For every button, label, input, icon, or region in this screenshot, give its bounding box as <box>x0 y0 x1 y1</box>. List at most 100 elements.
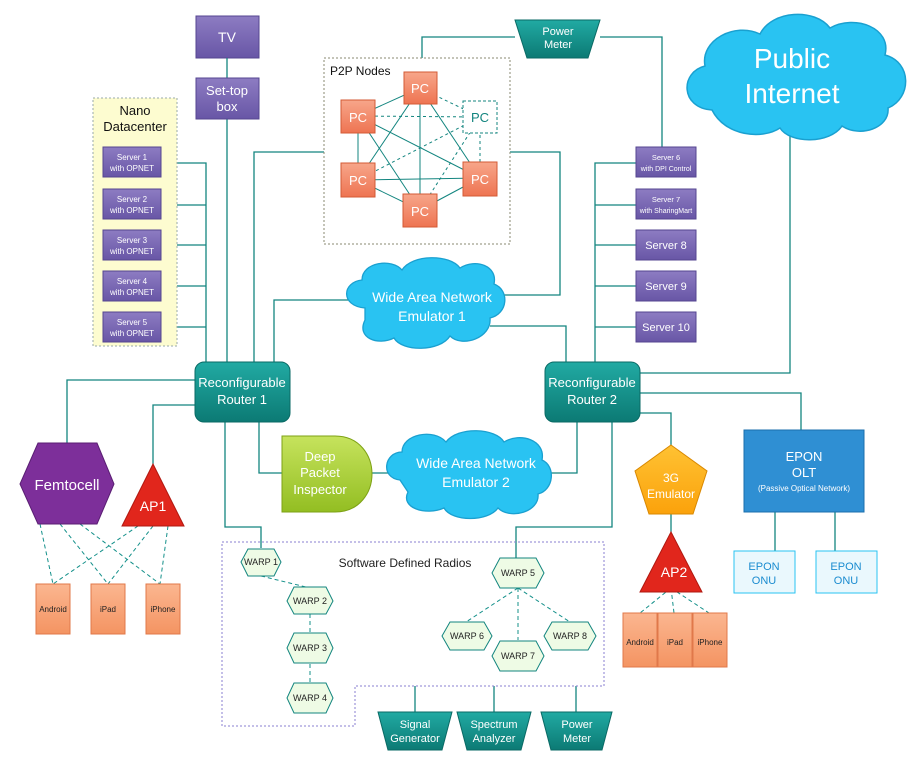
power-meter-label-1: Power <box>542 26 574 38</box>
pc-node-left-lower[interactable]: PC <box>340 162 376 198</box>
warp-label: WARP 4 <box>293 693 327 703</box>
router-2[interactable]: Reconfigurable Router 2 <box>544 361 641 423</box>
nano-datacenter-box <box>92 97 178 347</box>
deep-packet-inspector[interactable]: Deep Packet Inspector <box>281 435 373 513</box>
epon-label-2: OLT <box>792 465 816 480</box>
server-label: Server 6 <box>652 153 680 162</box>
epon-onu-2[interactable]: EPON ONU <box>815 550 878 594</box>
server-sublabel: with OPNET <box>109 288 154 297</box>
pc-label: PC <box>411 81 429 96</box>
warp-3[interactable]: WARP 3 <box>286 632 334 664</box>
server-2[interactable]: Server 2 with OPNET <box>102 188 162 220</box>
dpi-label-1: Deep <box>304 449 335 464</box>
server-5[interactable]: Server 5 with OPNET <box>102 311 162 343</box>
server-3[interactable]: Server 3 with OPNET <box>102 229 162 261</box>
pc-node-top[interactable]: PC <box>403 71 438 105</box>
settop-label-2: box <box>217 99 238 114</box>
onu-label-1: EPON <box>748 561 779 573</box>
warp-5[interactable]: WARP 5 <box>491 557 545 589</box>
server-sublabel: with OPNET <box>109 164 154 173</box>
pc-node-right-lower[interactable]: PC <box>462 161 498 197</box>
wan1-label-1: Wide Area Network <box>372 289 493 305</box>
server-label: Server 9 <box>645 281 687 293</box>
warp-8[interactable]: WARP 8 <box>543 621 597 651</box>
public-internet-cloud[interactable]: Public Internet <box>686 13 907 141</box>
server-7[interactable]: Server 7 with SharingMart <box>635 188 697 220</box>
device-android-left[interactable]: Android <box>35 583 71 635</box>
signal-generator[interactable]: Signal Generator <box>377 711 453 751</box>
server-6[interactable]: Server 6 with DPI Control <box>635 146 697 178</box>
pc-node-right-upper[interactable]: PC <box>462 100 498 134</box>
server-8[interactable]: Server 8 <box>635 229 697 261</box>
settop-box-node[interactable]: Set-top box <box>195 77 260 120</box>
server-10[interactable]: Server 10 <box>635 311 697 343</box>
server-sublabel: with OPNET <box>109 247 154 256</box>
connection-lines <box>66 36 836 712</box>
server-label: Server 5 <box>117 318 148 327</box>
epon-olt[interactable]: EPON OLT (Passive Optical Network) <box>743 429 865 513</box>
server-label: Server 3 <box>117 236 148 245</box>
server-sublabel: with SharingMart <box>639 208 693 215</box>
tv-node[interactable]: TV <box>195 15 260 59</box>
pc-node-bottom[interactable]: PC <box>402 193 438 228</box>
epon-label-1: EPON <box>786 449 823 464</box>
device-iphone-right[interactable]: iPhone <box>692 612 728 668</box>
3g-emulator[interactable]: 3G Emulator <box>634 444 708 515</box>
warp-6[interactable]: WARP 6 <box>441 621 493 651</box>
warp-label: WARP 5 <box>501 568 535 578</box>
device-label: Android <box>626 638 654 647</box>
device-ipad-left[interactable]: iPad <box>90 583 126 635</box>
server-label: Server 7 <box>652 195 680 204</box>
onu-label-2: ONU <box>752 575 777 587</box>
settop-label-1: Set-top <box>206 83 248 98</box>
router2-label-1: Reconfigurable <box>548 375 635 390</box>
warp-label: WARP 1 <box>244 557 278 567</box>
warp-1[interactable]: WARP 1 <box>240 548 282 577</box>
ap2-node[interactable]: AP2 <box>639 530 703 593</box>
wan2-label-1: Wide Area Network <box>416 455 537 471</box>
pc-label: PC <box>471 110 489 125</box>
ap1-label: AP1 <box>140 498 167 514</box>
warp-label: WARP 3 <box>293 643 327 653</box>
server-label: Server 8 <box>645 240 687 252</box>
power-meter-bottom[interactable]: Power Meter <box>540 711 613 751</box>
3g-label-2: Emulator <box>647 487 695 501</box>
nano-title-2: Datacenter <box>103 119 167 134</box>
device-android-right[interactable]: Android <box>622 612 658 668</box>
epon-onu-1[interactable]: EPON ONU <box>733 550 796 594</box>
ap1-node[interactable]: AP1 <box>121 462 185 527</box>
device-ipad-right[interactable]: iPad <box>657 612 693 668</box>
wan1-label-2: Emulator 1 <box>398 308 466 324</box>
server-4[interactable]: Server 4 with OPNET <box>102 270 162 302</box>
spectrum-analyzer[interactable]: Spectrum Analyzer <box>456 711 532 751</box>
server-1[interactable]: Server 1 with OPNET <box>102 146 162 178</box>
warp-4[interactable]: WARP 4 <box>286 682 334 714</box>
router-1[interactable]: Reconfigurable Router 1 <box>194 361 291 423</box>
warp-label: WARP 8 <box>553 631 587 641</box>
sdr-title: Software Defined Radios <box>339 556 472 570</box>
device-label: Android <box>39 605 67 614</box>
power-meter-top[interactable]: Power Meter <box>514 19 601 59</box>
wan-emulator-2[interactable]: Wide Area Network Emulator 2 <box>386 430 552 520</box>
wan2-label-2: Emulator 2 <box>442 474 510 490</box>
server-label: Server 2 <box>117 195 148 204</box>
wireless-links <box>39 523 710 682</box>
device-iphone-left[interactable]: iPhone <box>145 583 181 635</box>
server-label: Server 4 <box>117 277 148 286</box>
warp-label: WARP 2 <box>293 596 327 606</box>
signal-label-1: Signal <box>400 719 431 731</box>
router1-label-2: Router 1 <box>217 392 267 407</box>
pc-label: PC <box>349 173 367 188</box>
power-bottom-label-1: Power <box>561 719 593 731</box>
pc-node-left-upper[interactable]: PC <box>340 99 376 134</box>
pc-label: PC <box>349 110 367 125</box>
warp-2[interactable]: WARP 2 <box>286 586 334 615</box>
wan-emulator-1[interactable]: Wide Area Network Emulator 1 <box>346 257 506 349</box>
femtocell-node[interactable]: Femtocell <box>19 442 115 525</box>
server-9[interactable]: Server 9 <box>635 270 697 302</box>
power-meter-label-2: Meter <box>544 39 572 51</box>
signal-label-2: Generator <box>390 733 440 745</box>
warp-7[interactable]: WARP 7 <box>491 640 545 672</box>
internet-label-2: Internet <box>745 78 840 109</box>
